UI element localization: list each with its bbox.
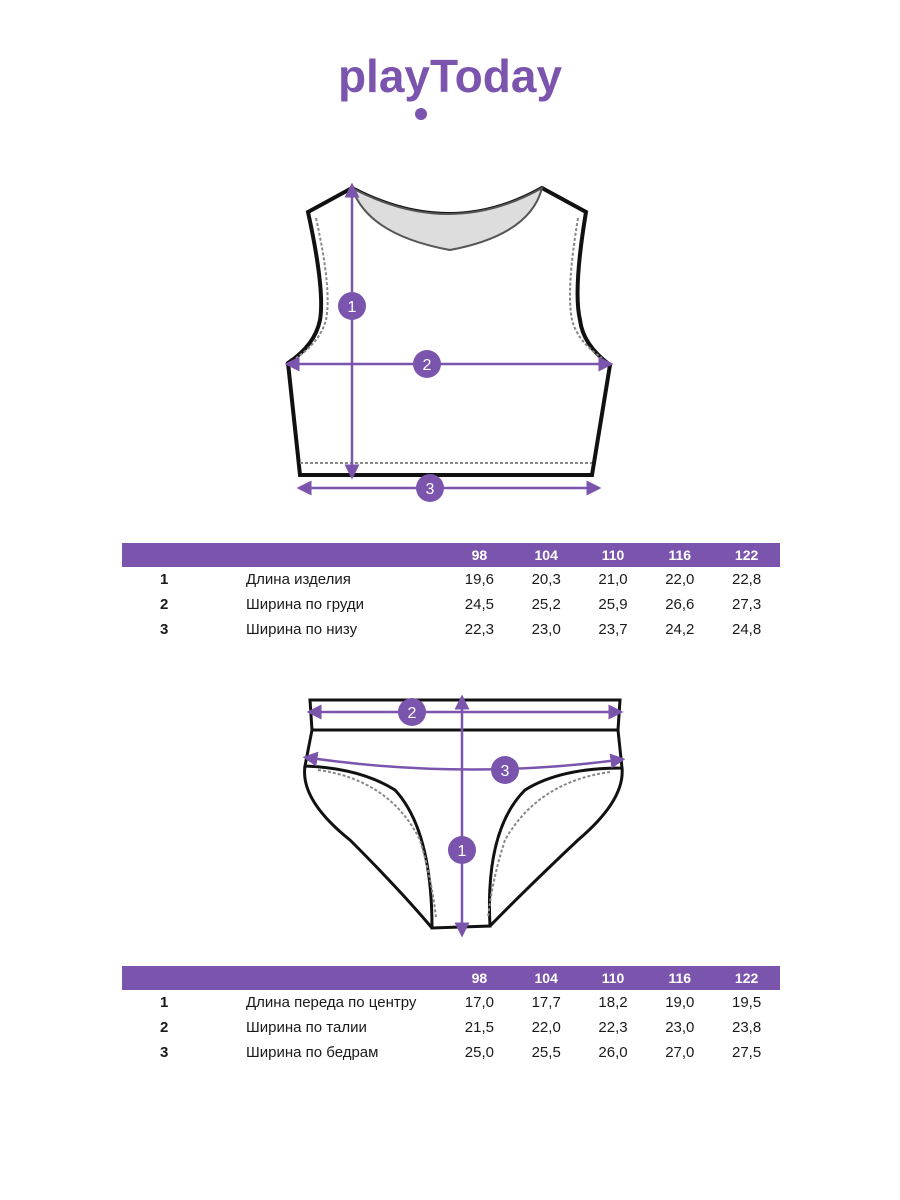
- row-number: 1: [160, 571, 169, 588]
- svg-text:2: 2: [408, 705, 417, 722]
- table-row: 2 Ширина по талии 21,5 22,0 22,3 23,0 23…: [122, 1015, 780, 1040]
- row-label: Длина переда по центру: [246, 994, 417, 1011]
- briefs-left-side: [303, 765, 434, 929]
- briefs-marker-2: 2: [398, 698, 426, 726]
- size-header: 122: [713, 543, 780, 567]
- briefs-left-stitch: [317, 769, 437, 919]
- briefs-waistband: [308, 698, 622, 732]
- row-value: 26,0: [598, 1044, 628, 1061]
- size-header: 110: [579, 966, 647, 990]
- row-value: 23,0: [665, 1019, 695, 1036]
- briefs-marker-3: 3: [491, 756, 519, 784]
- size-header: 116: [646, 966, 714, 990]
- size-header: 98: [446, 966, 513, 990]
- svg-text:1: 1: [348, 299, 357, 316]
- svg-text:1: 1: [458, 843, 467, 860]
- svg-text:3: 3: [501, 763, 510, 780]
- row-value: 25,5: [531, 1044, 561, 1061]
- row-value: 24,5: [464, 596, 494, 613]
- row-number: 2: [160, 596, 169, 613]
- row-number: 1: [160, 994, 169, 1011]
- row-value: 23,8: [731, 1019, 762, 1036]
- row-value: 21,0: [598, 571, 628, 588]
- row-value: 22,8: [731, 571, 762, 588]
- size-header: 116: [646, 543, 714, 567]
- row-value: 22,0: [665, 571, 695, 588]
- size-header: 122: [713, 966, 780, 990]
- row-number: 2: [160, 1019, 169, 1036]
- row-value: 19,0: [665, 994, 695, 1011]
- row-label: Ширина по талии: [246, 1019, 367, 1036]
- row-value: 22,0: [531, 1019, 561, 1036]
- row-value: 24,8: [731, 621, 762, 638]
- brand-logo: playToday: [0, 52, 900, 129]
- row-number: 3: [160, 1044, 169, 1061]
- row-value: 17,7: [531, 994, 561, 1011]
- top-marker-2: 2: [413, 350, 441, 378]
- table-row: 3 Ширина по низу 22,3 23,0 23,7 24,2 24,…: [122, 617, 780, 642]
- briefs-sketch: 1 2 3: [302, 694, 626, 938]
- size-header: 104: [512, 543, 580, 567]
- row-value: 25,2: [531, 596, 561, 613]
- logo-text: playToday: [338, 52, 563, 102]
- size-header: 98: [446, 543, 513, 567]
- logo-dot: [415, 108, 427, 120]
- row-label: Ширина по низу: [246, 621, 358, 638]
- top-size-table: 98 104 110 116 122 1 Длина изделия 19,6 …: [122, 543, 780, 642]
- crop-top-sketch: 1 2 3: [284, 182, 614, 502]
- row-value: 25,0: [464, 1044, 494, 1061]
- row-value: 20,3: [531, 571, 561, 588]
- header-empty: [122, 966, 242, 990]
- row-value: 17,0: [464, 994, 494, 1011]
- row-label: Ширина по бедрам: [246, 1044, 379, 1061]
- header-empty: [242, 966, 446, 990]
- row-value: 21,5: [464, 1019, 494, 1036]
- row-value: 27,0: [665, 1044, 695, 1061]
- briefs-body: [303, 728, 624, 930]
- playtoday-logo: playToday: [338, 52, 563, 120]
- top-table-header: 98 104 110 116 122: [122, 543, 780, 567]
- row-value: 22,3: [598, 1019, 628, 1036]
- top-neckline: [350, 185, 544, 252]
- row-value: 22,3: [464, 621, 494, 638]
- row-value: 19,5: [731, 994, 762, 1011]
- size-header: 110: [579, 543, 647, 567]
- row-label: Длина изделия: [246, 571, 351, 588]
- row-value: 18,2: [598, 994, 628, 1011]
- row-value: 27,5: [731, 1044, 762, 1061]
- row-value: 23,7: [598, 621, 628, 638]
- header-empty: [242, 543, 446, 567]
- row-label: Ширина по груди: [246, 596, 365, 613]
- row-value: 26,6: [665, 596, 695, 613]
- svg-text:3: 3: [426, 481, 435, 498]
- size-header: 104: [512, 966, 580, 990]
- table-row: 2 Ширина по груди 24,5 25,2 25,9 26,6 27…: [122, 592, 780, 617]
- briefs-size-table: 98 104 110 116 122 1 Длина переда по цен…: [122, 966, 780, 1065]
- table-row: 1 Длина изделия 19,6 20,3 21,0 22,0 22,8: [122, 567, 780, 592]
- briefs-right-stitch: [487, 771, 611, 919]
- svg-text:2: 2: [423, 357, 432, 374]
- row-value: 24,2: [665, 621, 695, 638]
- row-value: 23,0: [531, 621, 561, 638]
- briefs-table-header: 98 104 110 116 122: [122, 966, 780, 990]
- top-marker-3: 3: [416, 474, 444, 502]
- table-row: 3 Ширина по бедрам 25,0 25,5 26,0 27,0 2…: [122, 1040, 780, 1065]
- header-empty: [122, 543, 242, 567]
- briefs-right-side: [488, 767, 624, 928]
- row-value: 27,3: [731, 596, 762, 613]
- briefs-marker-1: 1: [448, 836, 476, 864]
- row-number: 3: [160, 621, 169, 638]
- row-value: 19,6: [464, 571, 494, 588]
- table-row: 1 Длина переда по центру 17,0 17,7 18,2 …: [122, 990, 780, 1015]
- row-value: 25,9: [598, 596, 628, 613]
- top-marker-1: 1: [338, 292, 366, 320]
